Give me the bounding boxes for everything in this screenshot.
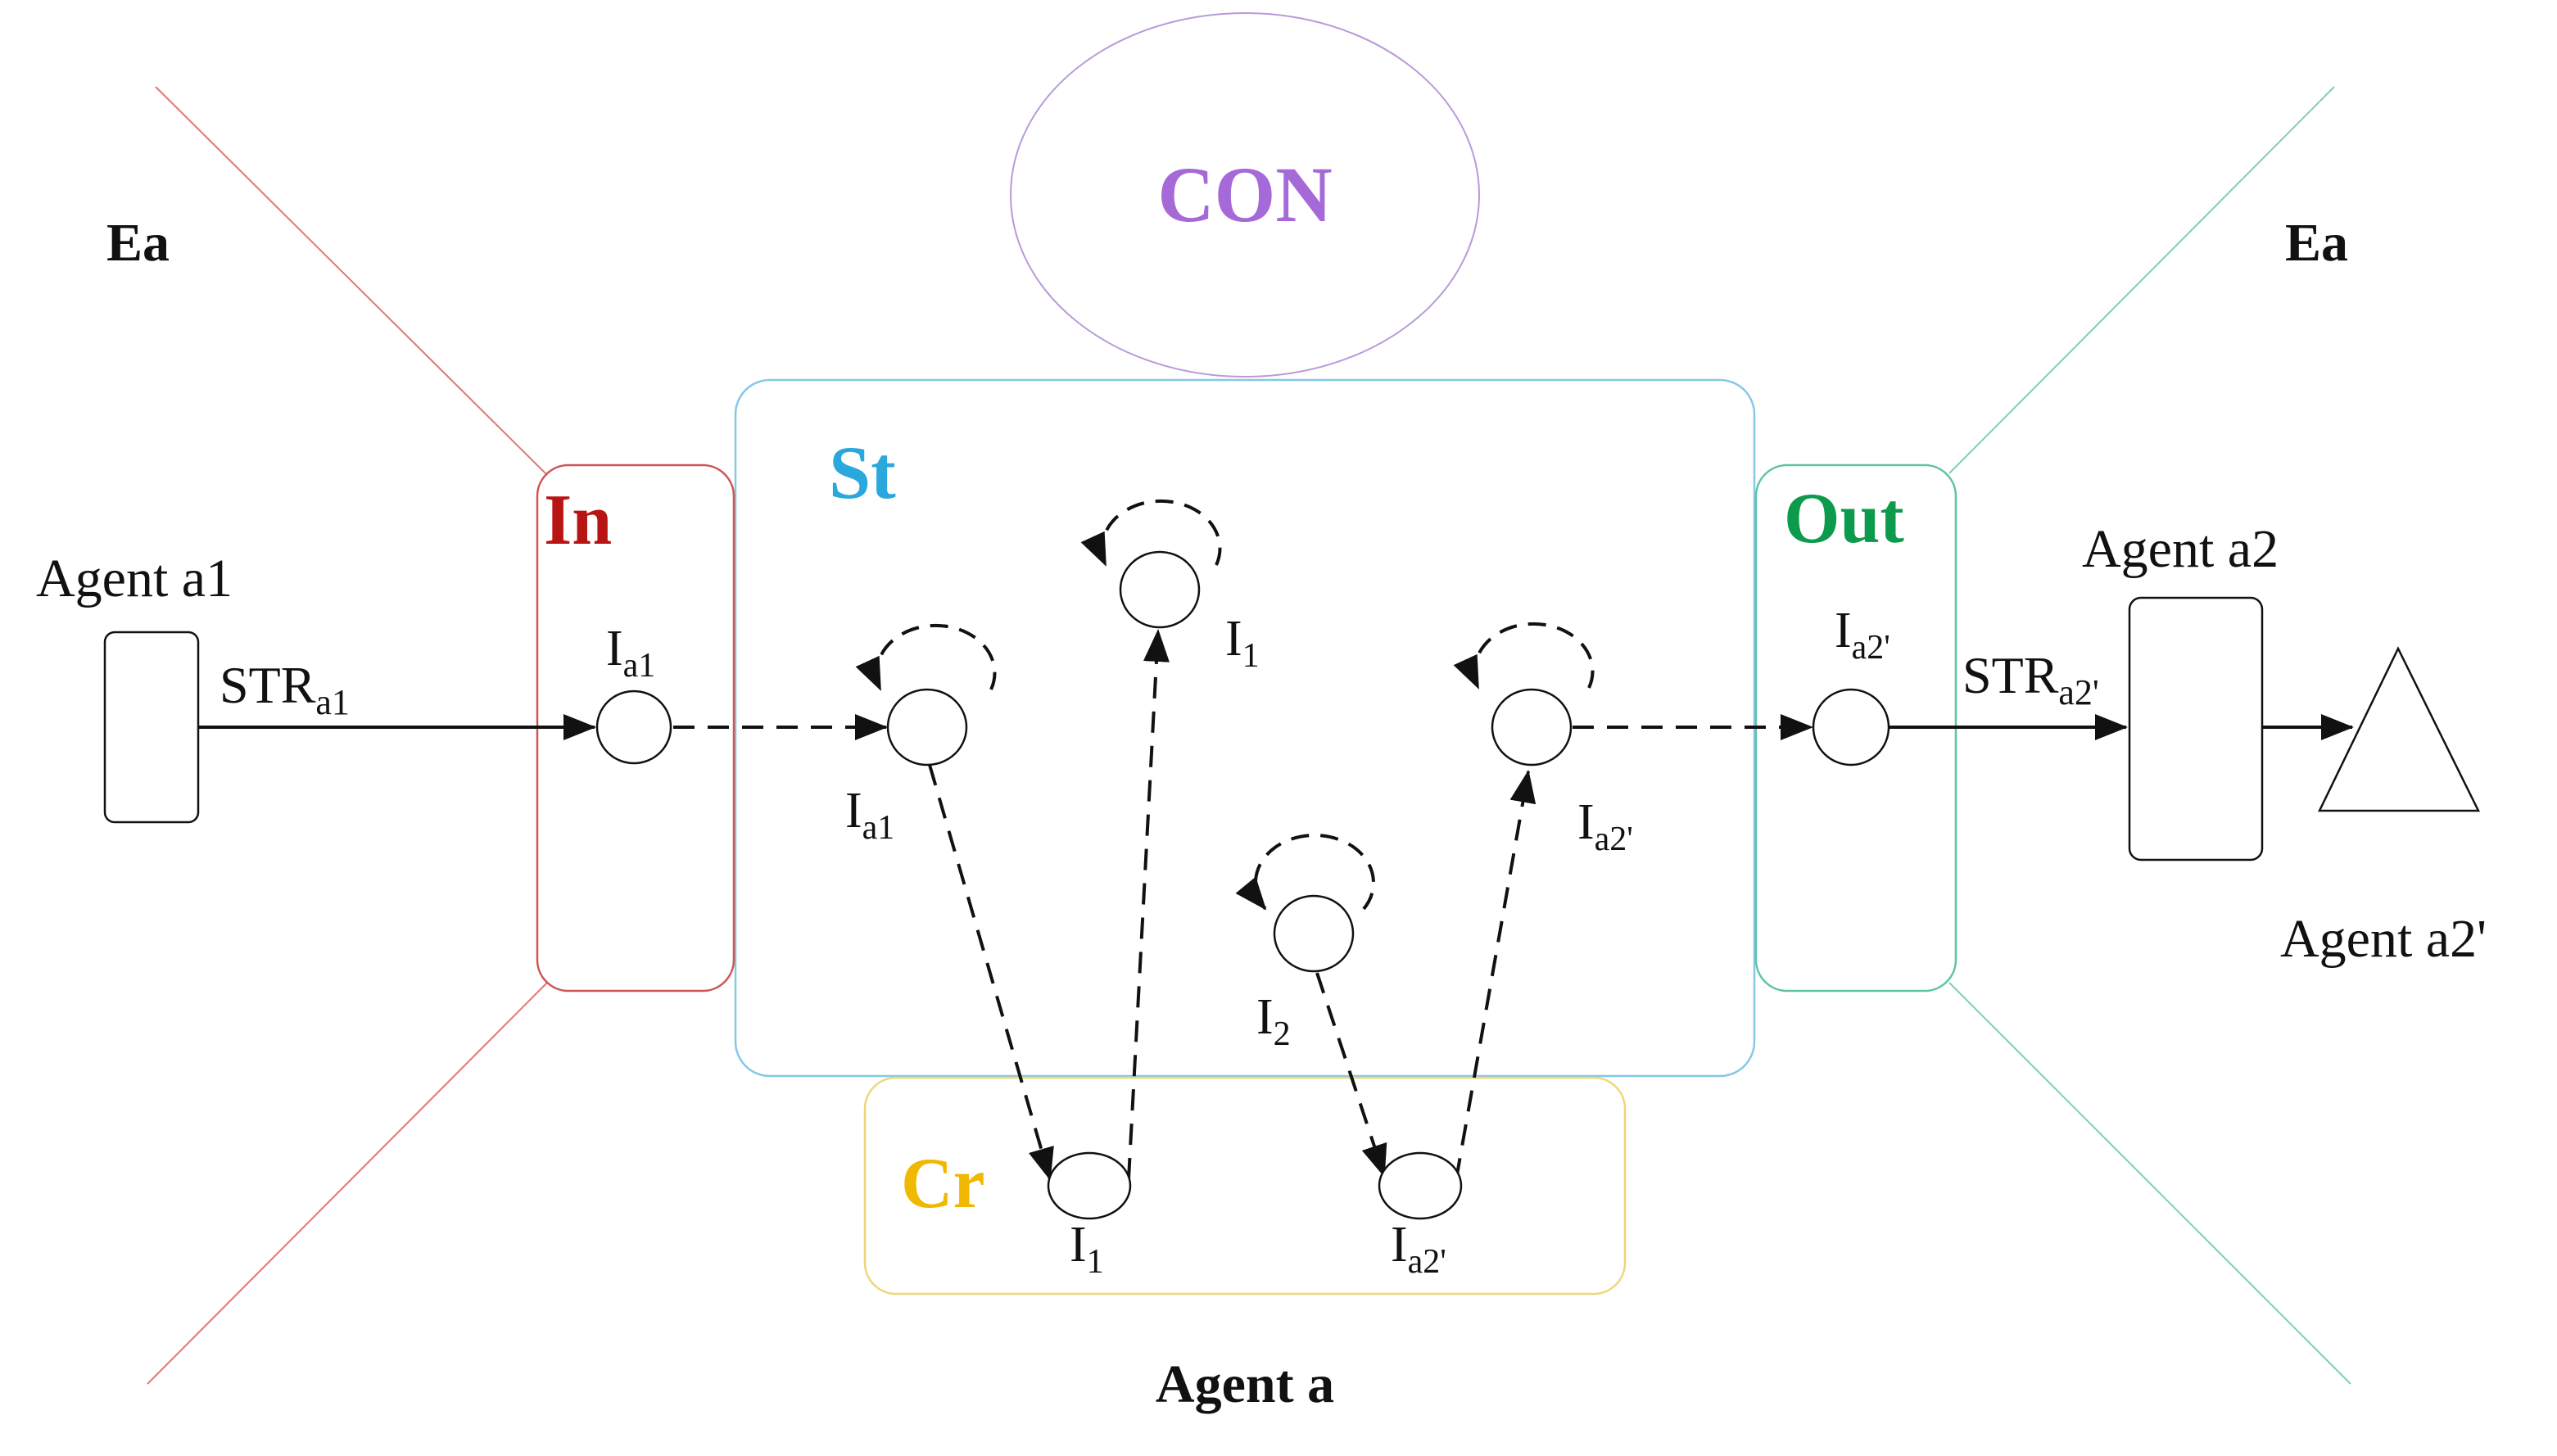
label-node-st-ia2p: Ia2' [1577, 794, 1633, 858]
con-ellipse [1010, 12, 1480, 378]
self-loop-st-ia2p [1453, 622, 1595, 690]
label-cr: Cr [901, 1144, 985, 1223]
right-diagonal-top [1948, 86, 2335, 474]
node-st-i1 [1119, 550, 1201, 629]
node-cr-i1 [1047, 1151, 1132, 1220]
label-in: In [544, 481, 612, 560]
agent-a2p-triangle [2318, 646, 2481, 812]
label-agent-a2p: Agent a2' [2280, 909, 2487, 969]
label-node-st-ia1: Ia1 [845, 783, 894, 847]
agent-a2-box [2128, 596, 2264, 861]
left-diagonal-top [155, 86, 548, 476]
node-st-ia2p [1491, 688, 1573, 766]
label-str-a2p: STRa2' [1962, 646, 2099, 712]
label-node-cr-ia2p: Ia2' [1391, 1217, 1446, 1281]
label-ea-right: Ea [2285, 213, 2348, 273]
flow-st-ia1-to-cr-i1 [928, 764, 1054, 1181]
label-node-cr-i1: I1 [1070, 1217, 1104, 1281]
label-con: CON [1157, 151, 1332, 238]
label-agent-a1: Agent a1 [36, 549, 233, 608]
label-agent-a: Agent a [1156, 1354, 1334, 1414]
label-node-out: Ia2' [1835, 603, 1890, 667]
cr-module-box [863, 1076, 1627, 1295]
label-st: St [829, 431, 896, 514]
node-st-ia1 [886, 688, 968, 766]
self-loop-st-ia1 [855, 623, 997, 691]
self-loops [855, 499, 1595, 911]
flow-st-i2-to-cr-ia2p [1315, 972, 1387, 1178]
left-diagonal-bottom [147, 982, 548, 1385]
label-node-in: Ia1 [606, 621, 655, 685]
self-loop-st-i1 [1080, 499, 1222, 567]
node-in-ia1 [595, 690, 672, 765]
node-st-i2 [1273, 894, 1355, 973]
right-diagonal-bottom [1948, 982, 2351, 1385]
label-str-a1: STRa1 [219, 656, 350, 722]
flow-cr-ia2p-to-st-ia2p [1455, 770, 1536, 1180]
label-node-st-i1: I1 [1225, 611, 1260, 675]
dashed-flow-arrows [673, 629, 1813, 1181]
agent-a1-box [103, 631, 200, 824]
self-loop-st-i2 [1235, 833, 1375, 911]
label-ea-left: Ea [106, 213, 170, 273]
label-out: Out [1784, 479, 1904, 558]
environment-lines [147, 86, 2351, 1385]
node-out-ia2p [1812, 688, 1890, 766]
label-agent-a2: Agent a2 [2082, 519, 2279, 579]
node-cr-ia2p [1378, 1151, 1463, 1220]
label-node-st-i2: I2 [1256, 989, 1291, 1053]
node-circles [595, 550, 1890, 1220]
flow-cr-i1-to-st-i1 [1127, 629, 1170, 1180]
